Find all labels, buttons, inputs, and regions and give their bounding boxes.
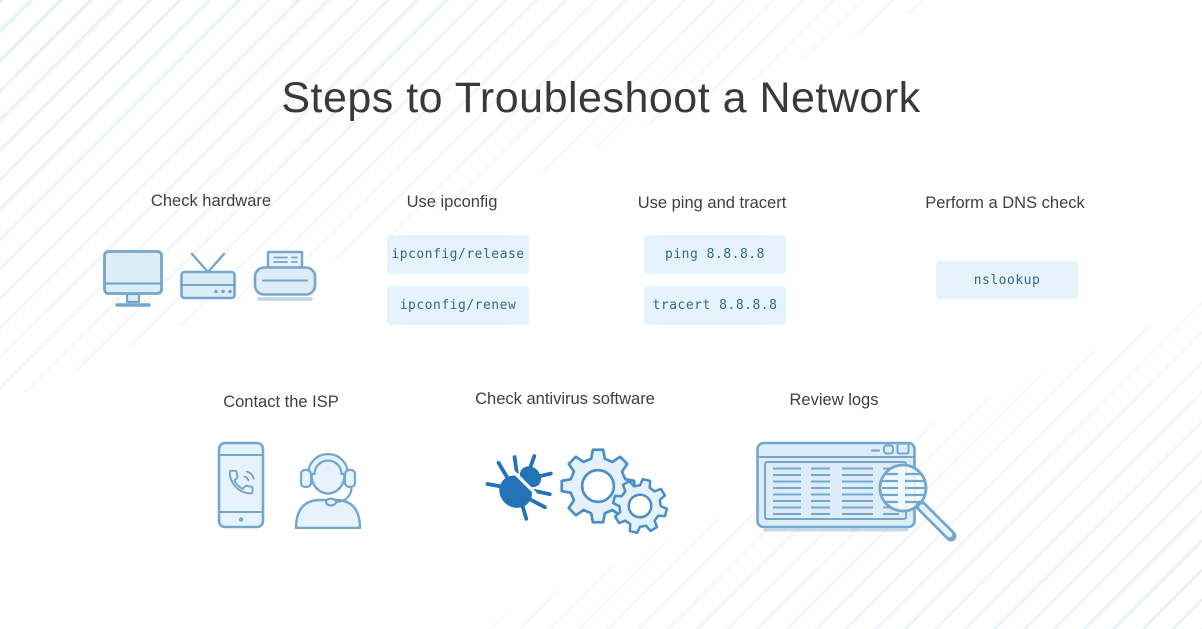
step-label-check-hardware: Check hardware [150,192,272,210]
log-window-icon [756,441,957,542]
code-chip-nslookup: nslookup [936,261,1078,299]
support-agent-icon [294,452,362,529]
printer-icon [253,250,317,301]
hardware-icons-group [103,250,317,308]
code-chip-ipconfig-renew: ipconfig/renew [387,286,529,325]
gear-small [611,477,669,535]
page-title: Steps to Troubleshoot a Network [281,74,921,122]
step-label-review-logs: Review logs [789,391,879,409]
monitor-icon [103,250,163,307]
magnifier-icon [878,463,957,542]
router-icon [180,252,236,300]
handset-glyph [228,469,255,495]
step-label-check-antivirus: Check antivirus software [475,390,655,408]
step-label-use-ipconfig: Use ipconfig [406,193,498,211]
contact-isp-icons-group [217,440,367,529]
code-chip-ping: ping 8.8.8.8 [644,235,786,274]
smartphone-call-icon [217,441,265,529]
gears-icon [560,448,669,535]
step-label-dns-check: Perform a DNS check [925,194,1085,212]
code-chip-tracert: tracert 8.8.8.8 [644,286,786,325]
step-label-contact-isp: Contact the ISP [223,393,339,411]
bug-icon [485,454,553,521]
step-label-use-ping-tracert: Use ping and tracert [637,194,787,212]
code-chip-ipconfig-release: ipconfig/release [387,235,529,274]
